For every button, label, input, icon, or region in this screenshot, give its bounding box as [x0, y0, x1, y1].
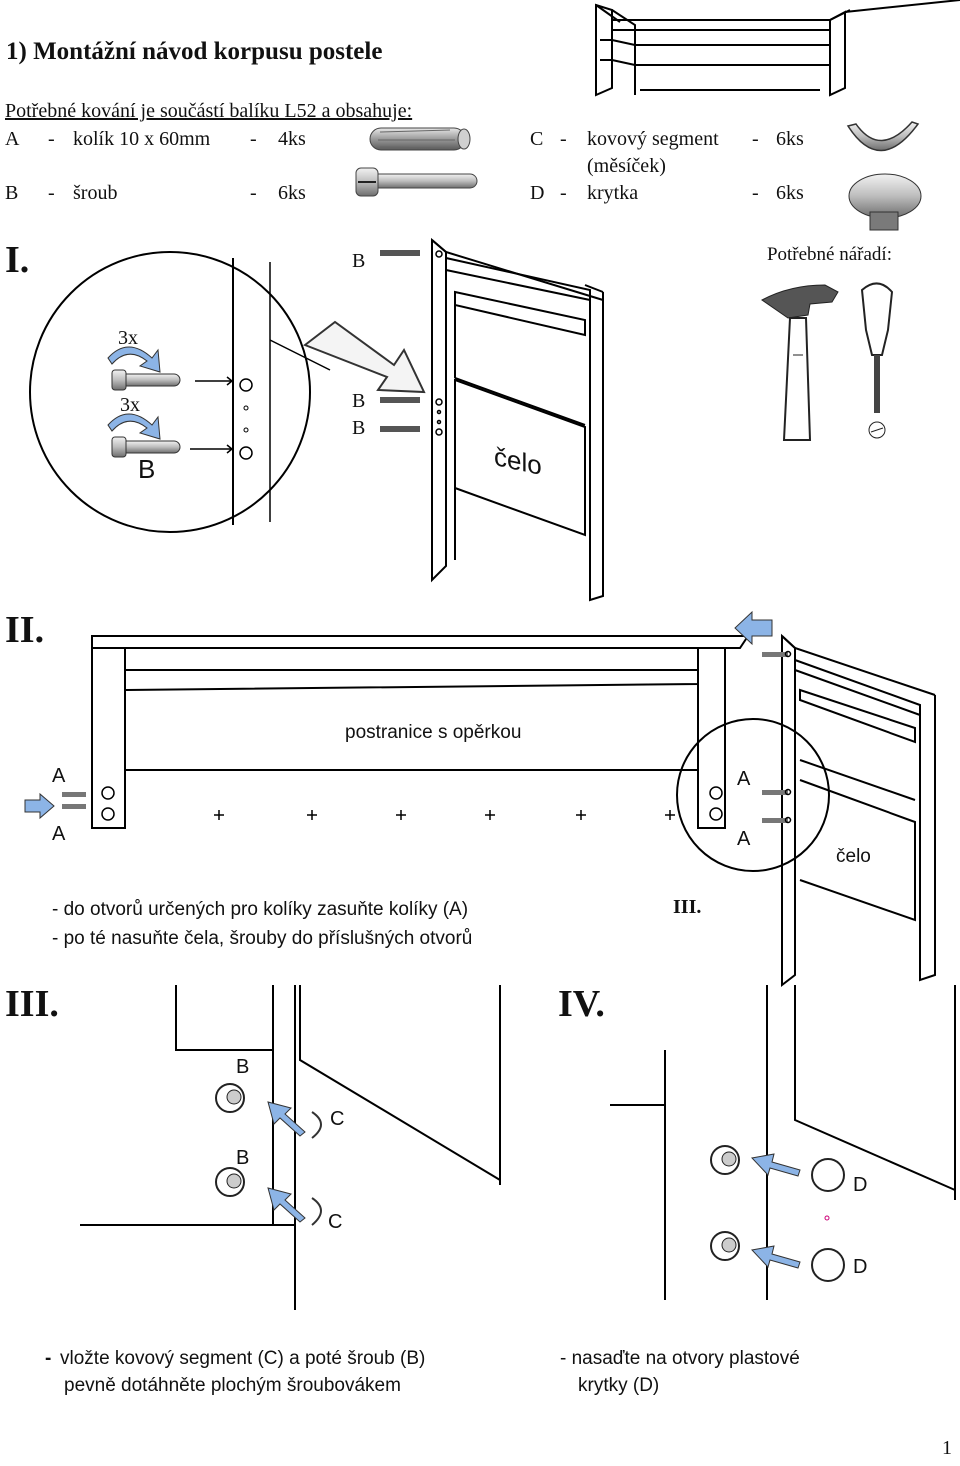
- hardware-dash: -: [48, 128, 55, 150]
- hardware-qty: 6ks: [278, 182, 306, 204]
- hardware-qty: 6ks: [776, 182, 804, 204]
- count-label: 3x: [118, 327, 138, 349]
- tools-label: Potřebné nářadí:: [766, 244, 892, 265]
- instruction-text: pevně dotáhněte plochým šroubovákem: [64, 1375, 401, 1396]
- instruction-text: krytky (D): [578, 1375, 660, 1396]
- hardware-intro: Potřebné kování je součástí balíku L52 a…: [5, 100, 413, 122]
- step3-corner-detail: [80, 985, 501, 1310]
- step-ref: III.: [673, 896, 702, 918]
- label-a: A: [52, 823, 66, 845]
- dowel-icon: [762, 652, 788, 823]
- instruction-text: vložte kovový segment (C) a poté šroub (…: [60, 1348, 426, 1369]
- step2-detail-circle: [676, 718, 830, 872]
- count-label: 3x: [120, 394, 140, 416]
- instruction-text: - do otvorů určených pro kolíky zasuňte …: [52, 899, 469, 920]
- label-b: B: [236, 1056, 250, 1078]
- label-b: B: [352, 390, 366, 412]
- cap-icon: [811, 1158, 845, 1282]
- step2-number: II.: [5, 609, 45, 651]
- label-d: D: [853, 1174, 868, 1196]
- screw-head-icon: [215, 1083, 245, 1197]
- headboard-holes: [435, 250, 443, 436]
- dowel-icon: [62, 792, 86, 809]
- hardware-dash: -: [250, 182, 257, 204]
- instruction-dash: -: [45, 1348, 52, 1369]
- headboard-holes: [784, 650, 792, 824]
- step1-detail-circle: [29, 251, 331, 533]
- label-d: D: [853, 1256, 868, 1278]
- hardware-name: šroub: [73, 182, 118, 204]
- callout-arrow-icon: [302, 320, 426, 394]
- screw-icon: [355, 167, 478, 197]
- label-c: C: [328, 1211, 343, 1233]
- page-title: 1) Montážní návod korpusu postele: [6, 38, 383, 65]
- push-arrow-icon: [267, 1101, 306, 1137]
- page-number: 1: [942, 1437, 952, 1459]
- hardware-dash: -: [752, 128, 759, 150]
- step1-screw-detail-2: [111, 436, 181, 458]
- push-arrow-icon: [24, 792, 55, 820]
- bed-frame-preview: [595, 0, 960, 97]
- step4-number: IV.: [558, 983, 605, 1025]
- metal-segment-icon: [311, 1111, 322, 1226]
- instruction-text: - nasaďte na otvory plastové: [560, 1348, 800, 1369]
- hardware-letter: C: [530, 128, 544, 150]
- hardware-dash: -: [560, 182, 567, 204]
- side-rail-holes: [101, 786, 723, 821]
- hammer-icon: [761, 284, 839, 441]
- step1-screw-detail-1: [111, 369, 181, 391]
- push-arrow-icon: [751, 1245, 801, 1269]
- hardware-letter: B: [5, 182, 19, 204]
- push-arrow-icon: [734, 610, 773, 646]
- hardware-name: krytka: [587, 182, 639, 204]
- step4-corner-detail: [610, 985, 956, 1300]
- hardware-name: kolík 10 x 60mm: [73, 128, 211, 150]
- label-b: B: [352, 250, 366, 272]
- hardware-qty: 6ks: [776, 128, 804, 150]
- step3-number: III.: [5, 983, 59, 1025]
- hardware-name: kovový segment: [587, 128, 719, 150]
- rotate-arrow-icon: [107, 413, 161, 440]
- plus-markers: [214, 810, 675, 820]
- hardware-dash: -: [48, 182, 55, 204]
- screw-head-icon: [710, 1145, 740, 1261]
- push-arrow-icon: [267, 1187, 306, 1223]
- label-a: A: [737, 828, 751, 850]
- screwdriver-icon: [860, 282, 894, 439]
- hardware-letter: A: [5, 128, 20, 150]
- step1-number: I.: [5, 239, 30, 281]
- label-a: A: [737, 768, 751, 790]
- dowel-icon: [369, 127, 471, 151]
- hole-marker: [824, 1215, 830, 1221]
- hardware-dash: -: [250, 128, 257, 150]
- label-b: B: [138, 454, 156, 484]
- push-arrow-icon: [751, 1153, 801, 1177]
- hardware-dash: -: [560, 128, 567, 150]
- label-b: B: [352, 417, 366, 439]
- hardware-dash: -: [752, 182, 759, 204]
- metal-segment-icon: [846, 121, 920, 152]
- rotate-arrow-icon: [107, 346, 161, 373]
- label-b: B: [236, 1147, 250, 1169]
- hardware-letter: D: [530, 182, 545, 204]
- label-a: A: [52, 765, 66, 787]
- side-rail-panel: [91, 635, 750, 829]
- instruction-text: - po té nasuňte čela, šrouby do příslušn…: [52, 928, 473, 949]
- hardware-qty: 4ks: [278, 128, 306, 150]
- headboard-panel-side: [781, 633, 936, 988]
- rail-label: postranice s opěrkou: [345, 722, 522, 743]
- cap-icon: [848, 173, 922, 231]
- headboard-panel: [431, 237, 604, 602]
- hardware-note: (měsíček): [587, 155, 666, 177]
- label-c: C: [330, 1108, 345, 1130]
- panel-label: čelo: [836, 846, 871, 867]
- screw-icon: [380, 250, 420, 432]
